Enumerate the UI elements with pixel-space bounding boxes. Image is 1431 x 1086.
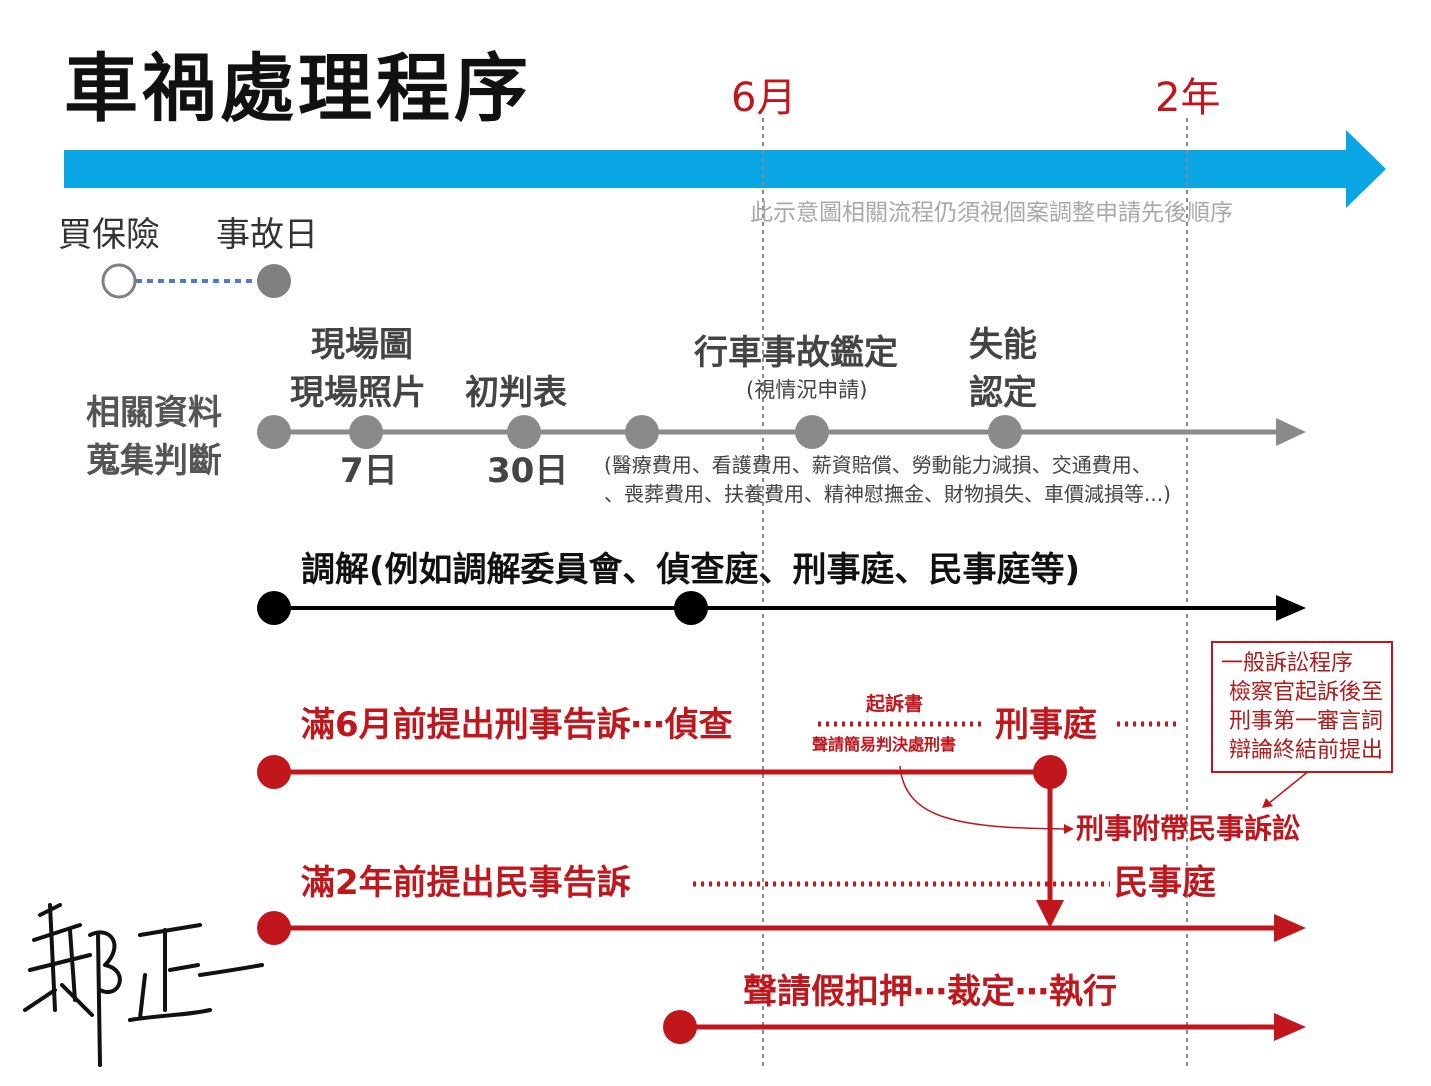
buy-insurance-label: 買保險 (58, 215, 160, 255)
marker-6m-label: 6月 (731, 75, 797, 121)
note-line-2: 檢察官起訴後至 (1229, 680, 1384, 705)
note-line-4: 辯論終結前提出 (1229, 738, 1384, 763)
data-collection-line (274, 418, 1306, 446)
disability-label-2: 認定 (969, 373, 1037, 413)
summary-to-incidental-curve (899, 765, 1074, 834)
civil-label: 滿2年前提出民事告訴 (301, 863, 631, 903)
attachment-line (680, 1013, 1306, 1041)
timeline-note: 此示意圖相關流程仍須視個案調整申請先後順序 (750, 200, 1233, 226)
mediation-label: 調解(例如調解委員會、偵查庭、刑事庭、民事庭等) (301, 550, 1081, 590)
data-node-7days (349, 415, 383, 449)
attachment-label: 聲請假扣押⋯裁定⋯執行 (743, 972, 1117, 1012)
data-node-30days (507, 415, 541, 449)
data-node-expenses (625, 415, 659, 449)
data-node-appraisal (795, 415, 829, 449)
civil-court-label: 民事庭 (1114, 863, 1216, 903)
initial-judgment-label: 初判表 (465, 373, 567, 413)
criminal-label: 滿6月前提出刑事告訴⋯偵查 (301, 705, 733, 745)
disability-label-1: 失能 (969, 325, 1037, 365)
expenses-line-1: (醫療費用、看護費用、薪資賠償、勞動能力減損、交通費用、 (604, 453, 1152, 477)
note-line-1: 一般訴訟程序 (1221, 651, 1354, 676)
mediation-line (274, 595, 1306, 621)
note-line-3: 刑事第一審言詞 (1229, 709, 1384, 734)
criminal-to-civil-arrow (1036, 780, 1064, 928)
accident-day-label: 事故日 (216, 215, 318, 255)
mediation-node-mid (674, 591, 708, 625)
incidental-civil-label: 刑事附帶民事訴訟 (1076, 812, 1301, 845)
days-30-label: 30日 (487, 451, 569, 491)
data-node-start (257, 415, 291, 449)
data-row-label-2: 蒐集判斷 (86, 441, 222, 481)
scene-photos-label: 現場照片 (290, 373, 426, 413)
ordinary-procedure-note: 一般訴訟程序 檢察官起訴後至 刑事第一審言詞 辯論終結前提出 (1211, 641, 1394, 773)
criminal-court-label: 刑事庭 (995, 705, 1097, 745)
buy-insurance-node (101, 263, 137, 299)
summary-judgment-label: 聲請簡易判決處刑書 (812, 735, 957, 754)
appraisal-note: (視情況申請) (746, 378, 868, 402)
indictment-label: 起訴書 (866, 693, 924, 715)
attachment-node-start (663, 1010, 697, 1044)
page-title: 車禍處理程序 (64, 46, 532, 132)
appraisal-label: 行車事故鑑定 (694, 333, 898, 373)
criminal-node-start (257, 755, 291, 789)
mediation-node-start (257, 591, 291, 625)
civil-line (274, 914, 1306, 942)
criminal-node-court (1033, 755, 1067, 789)
days-7-label: 7日 (340, 451, 398, 491)
scene-map-label: 現場圖 (311, 325, 413, 365)
marker-2y-label: 2年 (1155, 75, 1221, 121)
signature (23, 903, 264, 1067)
civil-node-start (257, 911, 291, 945)
accident-day-node (257, 264, 291, 298)
expenses-line-2: 、喪葬費用、扶養費用、精神慰撫金、財物損失、車價減損等...) (604, 482, 1171, 506)
notebox-to-incidental-arrow (1262, 769, 1311, 808)
main-timeline-arrow (64, 130, 1386, 208)
data-row-label-1: 相關資料 (86, 393, 222, 433)
data-node-disability (988, 415, 1022, 449)
